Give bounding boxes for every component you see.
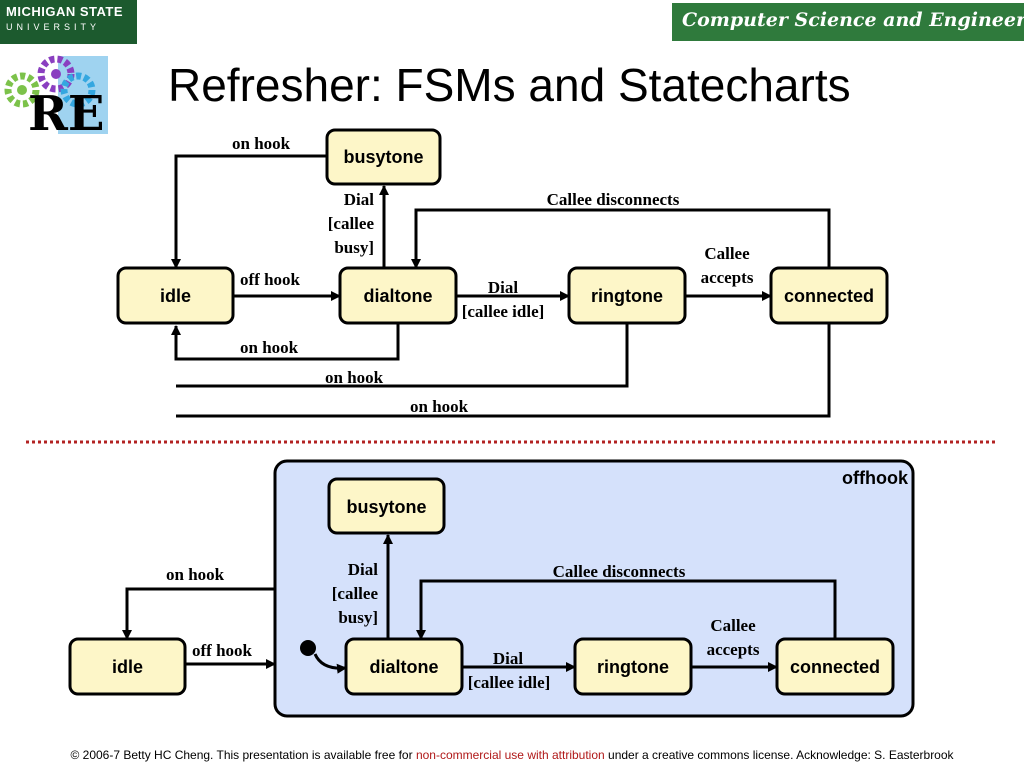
msu-logo-line1: MICHIGAN STATE	[6, 4, 124, 19]
top-label-ringtone-on-hook: on hook	[325, 368, 384, 387]
slide-title: Refresher: FSMs and Statecharts	[168, 59, 851, 111]
top-label-busy-on-hook: on hook	[232, 134, 291, 153]
bottom-state-connected-label: connected	[790, 657, 880, 677]
top-edge-busytone-to-idle	[171, 154, 327, 269]
top-edge-connected-to-dialtone	[411, 208, 831, 269]
footer-prefix: © 2006-7 Betty HC Cheng. This presentati…	[70, 748, 416, 762]
top-label-dialtone-on-hook: on hook	[240, 338, 299, 357]
blue-gear-icon	[60, 72, 96, 108]
bottom-state-idle: idle	[68, 637, 187, 696]
top-edge-dialtone-to-idle	[171, 324, 400, 361]
msu-logo: MICHIGAN STATE UNIVERSITY	[0, 0, 137, 44]
bottom-state-busytone: busytone	[327, 477, 446, 535]
bottom-edge-connected-to-dialtone	[416, 579, 837, 640]
re-logo: RE	[4, 55, 108, 136]
bottom-state-connected: connected	[775, 637, 895, 696]
top-label-callee-accepts-1: Callee	[704, 244, 750, 263]
footer-copyright: © 2006-7 Betty HC Cheng. This presentati…	[0, 748, 1024, 762]
top-state-ringtone-label: ringtone	[591, 286, 663, 306]
top-label-dial-busy-2: [callee	[328, 214, 375, 233]
statechart-diagram: busytone idle dialtone ringtone connecte…	[26, 128, 996, 718]
top-state-busytone: busytone	[325, 128, 442, 186]
bottom-label-dial-idle-2: [callee idle]	[468, 673, 551, 692]
top-label-off-hook: off hook	[240, 270, 301, 289]
bottom-label-callee-accepts-1: Callee	[710, 616, 756, 635]
top-state-dialtone-label: dialtone	[363, 286, 432, 306]
top-state-connected: connected	[769, 266, 889, 325]
bottom-label-off-hook: off hook	[192, 641, 253, 660]
bottom-edge-offhook-to-idle	[122, 587, 275, 640]
bottom-state-dialtone-label: dialtone	[369, 657, 438, 677]
bottom-state-busytone-label: busytone	[346, 497, 426, 517]
bottom-label-callee-accepts-2: accepts	[707, 640, 760, 659]
footer-suffix: under a creative commons license. Acknow…	[604, 748, 954, 762]
msu-logo-line2: UNIVERSITY	[6, 22, 101, 32]
bottom-label-callee-disconnects: Callee disconnects	[553, 562, 686, 581]
bottom-label-dial-busy-3: busy]	[338, 608, 378, 627]
re-logo-bg-shape	[58, 56, 108, 134]
top-state-ringtone: ringtone	[567, 266, 687, 325]
top-state-dialtone: dialtone	[338, 266, 458, 325]
top-label-dial-idle-2: [callee idle]	[462, 302, 545, 321]
bottom-label-dial-busy-2: [callee	[332, 584, 379, 603]
top-state-busytone-label: busytone	[343, 147, 423, 167]
bottom-label-on-hook: on hook	[166, 565, 225, 584]
top-edge-connected-to-idle	[176, 324, 831, 418]
footer-license-link[interactable]: non-commercial use with attribution	[415, 748, 605, 762]
bottom-state-ringtone-label: ringtone	[597, 657, 669, 677]
top-label-dial-busy-3: busy]	[334, 238, 374, 257]
top-edge-ringtone-to-idle	[176, 324, 629, 388]
bottom-state-ringtone: ringtone	[573, 637, 693, 696]
bottom-label-dial-idle-1: Dial	[493, 649, 524, 668]
cse-banner: Computer Science and Engineering	[672, 3, 1024, 41]
top-state-idle: idle	[116, 266, 235, 325]
top-label-connected-on-hook: on hook	[410, 397, 469, 416]
bottom-edge-initial-to-dialtone	[313, 653, 347, 674]
top-state-connected-label: connected	[784, 286, 874, 306]
bottom-state-idle-label: idle	[112, 657, 143, 677]
top-label-callee-accepts-2: accepts	[701, 268, 754, 287]
initial-state-dot	[300, 640, 316, 656]
top-label-dial-busy-1: Dial	[344, 190, 375, 209]
green-gear-icon	[4, 72, 40, 108]
top-label-dial-idle-1: Dial	[488, 278, 519, 297]
top-fsm: busytone idle dialtone ringtone connecte…	[116, 128, 889, 418]
re-logo-text: RE	[28, 86, 104, 136]
bottom-label-dial-busy-1: Dial	[348, 560, 379, 579]
bottom-state-dialtone: dialtone	[344, 637, 464, 696]
top-state-idle-label: idle	[160, 286, 191, 306]
top-label-callee-disconnects: Callee disconnects	[547, 190, 680, 209]
bottom-statechart: offhook busytone idle dialtone ringtone	[68, 459, 915, 718]
offhook-superstate-label: offhook	[842, 468, 909, 488]
